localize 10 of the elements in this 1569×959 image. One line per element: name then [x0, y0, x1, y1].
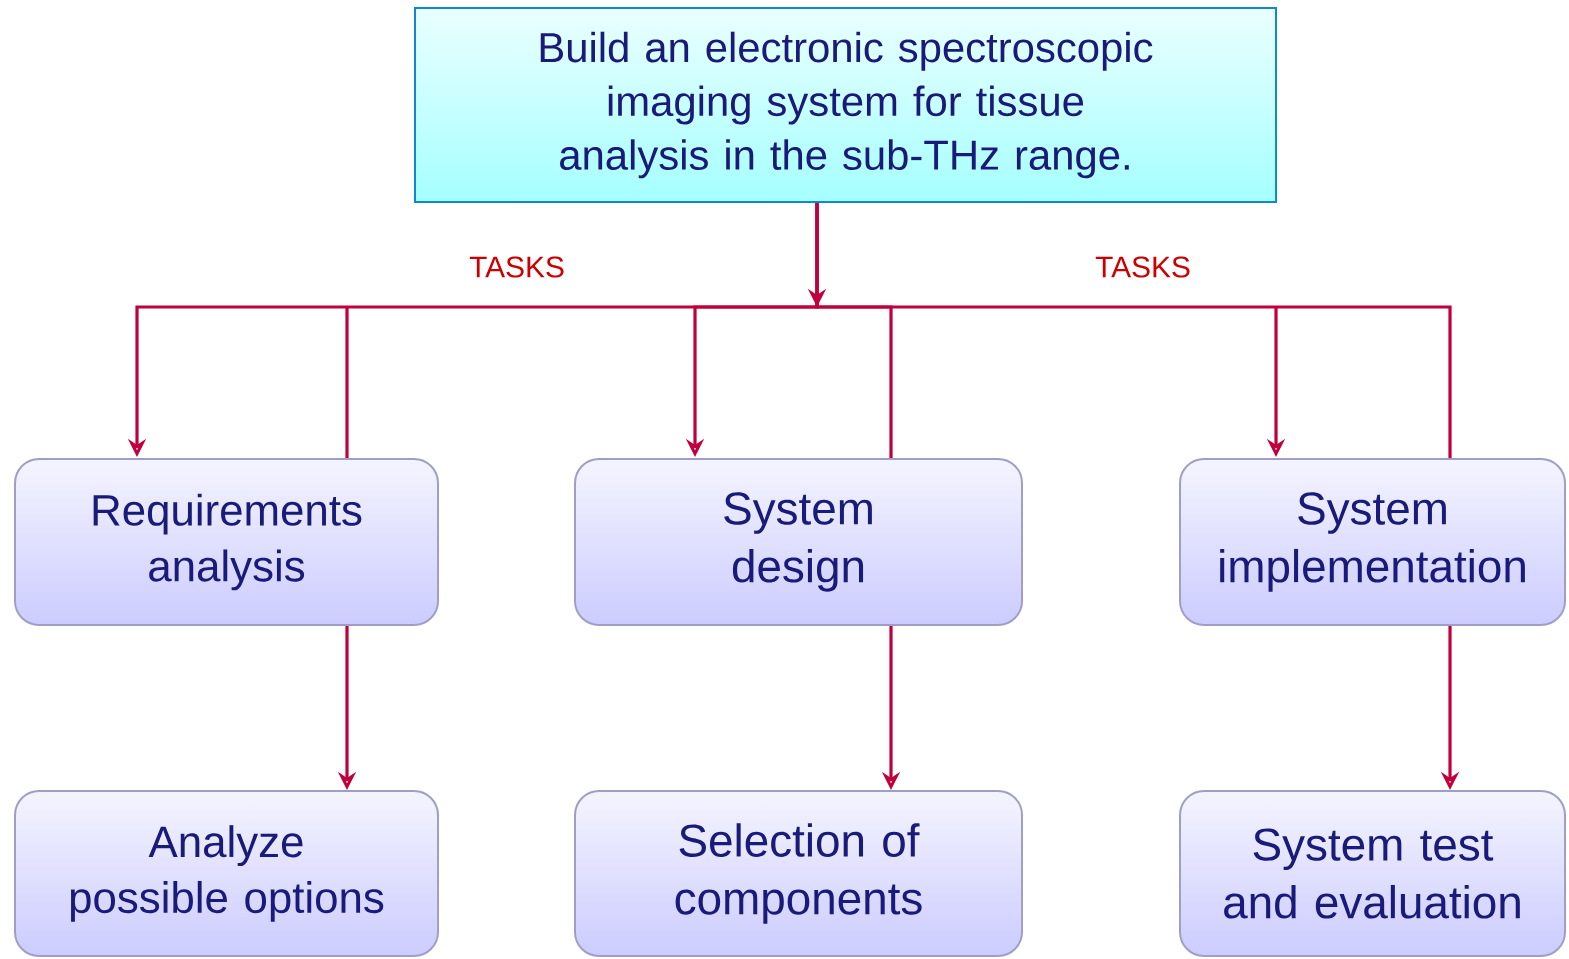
- task-label: TASKS: [1095, 256, 1190, 278]
- task-label: TASKS: [469, 256, 564, 278]
- task-box: System design: [574, 458, 1023, 626]
- task-box: Requirements analysis: [14, 458, 439, 626]
- task-box: System test and evaluation: [1179, 790, 1566, 957]
- task-box: Analyze possible options: [14, 790, 439, 957]
- arrow: [815, 203, 1452, 460]
- goal-box: Build an electronic spectroscopic imaging system for tissue analysis in the sub-THz range.: [414, 7, 1277, 203]
- task-box: Selection of components: [574, 790, 1023, 957]
- task-box: System implementation: [1179, 458, 1566, 626]
